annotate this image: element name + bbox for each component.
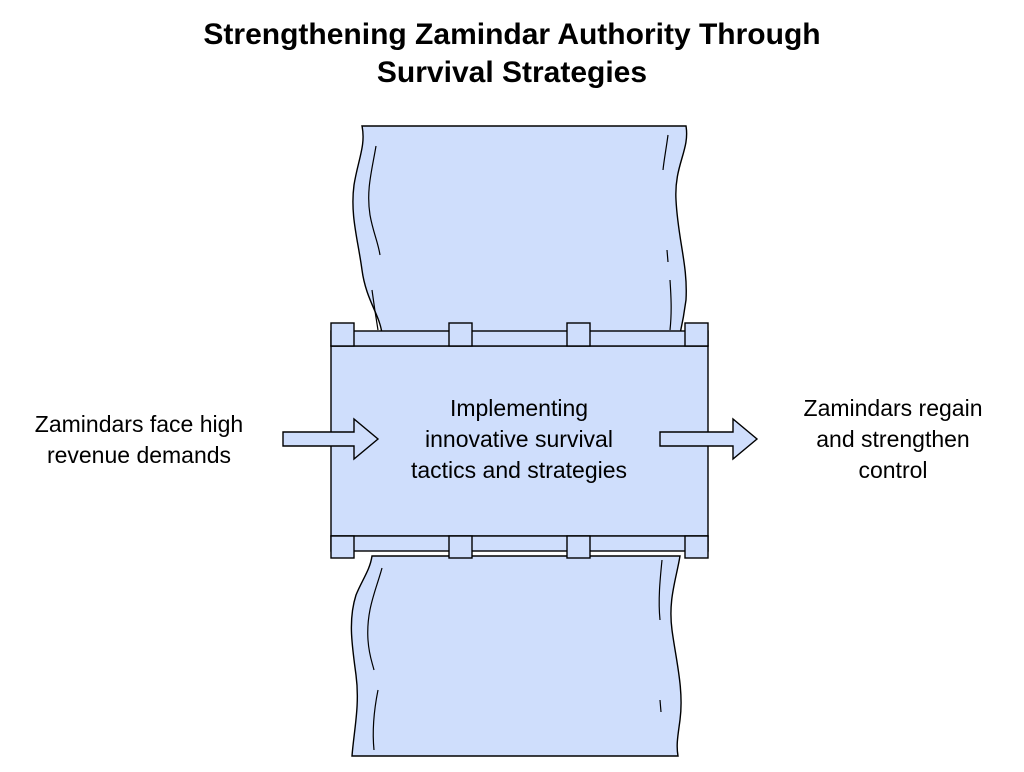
- bottom-tape-crease-right: [658, 559, 663, 621]
- bottom-tape-crease-right-2: [659, 699, 662, 713]
- bottom-tape-crease-left: [367, 567, 383, 671]
- top-tape-crease-right: [662, 134, 669, 171]
- bottom-rail-tab-1: [330, 535, 355, 559]
- process-block: [330, 322, 709, 559]
- bottom-rail-tab-3: [566, 535, 591, 559]
- bottom-tape: [350, 555, 682, 757]
- process-label: Implementing innovative survival tactics…: [380, 393, 658, 486]
- top-tape-crease-right-2: [666, 249, 672, 331]
- process-box: [330, 345, 709, 537]
- bottom-tape-crease-left-2: [372, 689, 379, 751]
- top-rail-tab-4: [684, 322, 709, 347]
- output-label-line-3: control: [858, 457, 928, 483]
- diagram-title: Strengthening Zamindar Authority Through…: [0, 16, 1024, 92]
- top-rail-tab-3: [566, 322, 591, 347]
- process-label-line-2: innovative survival: [425, 426, 613, 452]
- title-line-1: Strengthening Zamindar Authority Through: [203, 18, 821, 51]
- input-label-line-2: revenue demands: [46, 442, 232, 468]
- bottom-rail-tab-2: [448, 535, 473, 559]
- output-label-line-1: Zamindars regain: [803, 395, 983, 421]
- input-arrow: [282, 417, 380, 461]
- top-rail-tab-2: [448, 322, 473, 347]
- title-line-2: Survival Strategies: [376, 56, 648, 89]
- top-tape-body: [352, 125, 688, 335]
- process-label-line-3: tactics and strategies: [410, 457, 628, 483]
- bottom-tape-body: [350, 555, 682, 757]
- process-label-line-1: Implementing: [449, 395, 589, 421]
- bottom-rail-tab-4: [684, 535, 709, 559]
- top-tape-crease-left-2: [371, 289, 379, 331]
- output-label: Zamindars regain and strengthen control: [772, 393, 1014, 486]
- output-label-line-2: and strengthen: [816, 426, 970, 452]
- output-arrow: [659, 417, 759, 461]
- top-tape-crease-left: [368, 145, 381, 256]
- top-rail-tab-1: [330, 322, 355, 347]
- input-label: Zamindars face high revenue demands: [10, 409, 268, 471]
- top-tape: [352, 125, 688, 335]
- bottom-rail: [330, 535, 709, 552]
- top-rail: [330, 330, 709, 347]
- input-label-line-1: Zamindars face high: [34, 411, 244, 437]
